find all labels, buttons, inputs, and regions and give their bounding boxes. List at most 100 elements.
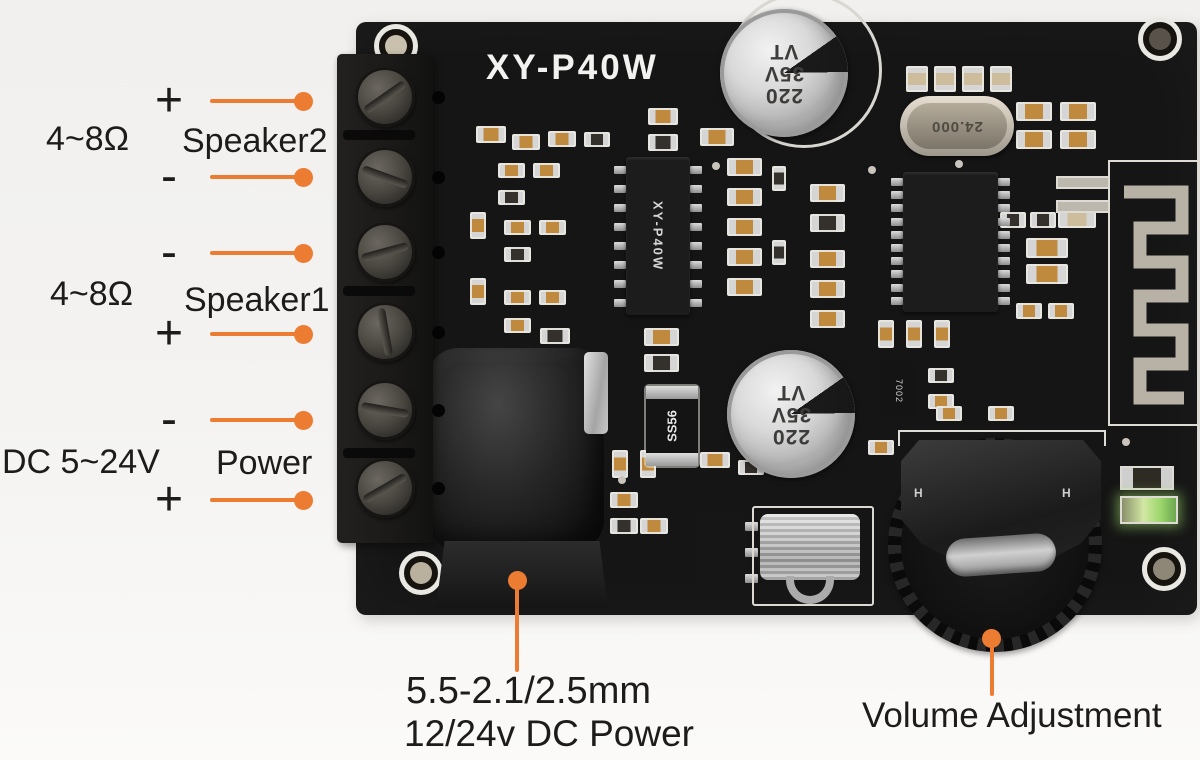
via (868, 166, 876, 174)
smd-component (1016, 130, 1052, 149)
dc-jack-terminal (584, 352, 608, 434)
dc-jack-callout-line (515, 588, 519, 672)
smd-resistor (1120, 466, 1174, 490)
terminal-divider (343, 130, 415, 140)
smd-component (906, 66, 928, 92)
smd-component (470, 212, 486, 239)
terminal-screw (355, 147, 415, 207)
crystal-oscillator: 24.000 (900, 96, 1014, 156)
board-silkscreen-title: XY-P40W (486, 48, 659, 87)
chip-pin (690, 280, 702, 288)
diode-terminal (646, 453, 698, 466)
terminal-divider (343, 448, 415, 458)
smd-component (700, 128, 734, 146)
chip-pin (998, 178, 1010, 186)
inductor-silkscreen-outline (752, 506, 874, 606)
smd-component (504, 247, 531, 262)
terminal-wire-hole (432, 91, 445, 104)
chip-pin (891, 244, 903, 252)
speaker2-label: Speaker2 (182, 122, 328, 160)
speaker2-minus-sign: - (161, 150, 177, 203)
pot-marking-left: H (914, 486, 923, 500)
amplifier-chip: XY-P40W (626, 157, 690, 315)
power-plus-callout-line (210, 498, 298, 502)
power-plus-sign: + (154, 473, 184, 526)
terminal-screw (355, 67, 415, 127)
smd-component (504, 220, 531, 235)
chip-pin (998, 257, 1010, 266)
chip-pin (690, 242, 702, 250)
chip-pin (891, 178, 903, 186)
capacitor-polarity-stripe (727, 350, 855, 478)
chip-pin (690, 223, 702, 231)
electrolytic-capacitor-top: 220 35V VT (720, 9, 848, 137)
chip-pin (614, 185, 626, 193)
chip-pin (690, 261, 702, 269)
dc-barrel-jack (428, 348, 604, 550)
chip-pin (998, 270, 1010, 279)
chip-pin (998, 230, 1010, 239)
via (712, 162, 720, 170)
diode-terminal (646, 386, 698, 399)
pot-marking-right: H (1062, 486, 1071, 500)
smd-component (504, 318, 531, 333)
smd-component (1016, 303, 1042, 319)
chip-pin (690, 185, 702, 193)
speaker1-minus-callout-dot (294, 244, 313, 263)
via (955, 160, 963, 168)
chip-pin (891, 230, 903, 239)
smd-component (962, 66, 984, 92)
smd-component (1060, 102, 1096, 121)
smd-component (548, 131, 576, 147)
terminal-screw (355, 458, 415, 518)
smd-component (539, 220, 566, 235)
chip-pin (690, 166, 702, 174)
power-voltage-label: DC 5~24V (2, 443, 160, 481)
chip-pin (891, 204, 903, 213)
speaker1-minus-callout-line (210, 251, 298, 255)
chip-pin (614, 242, 626, 250)
power-plus-callout-dot (294, 491, 313, 510)
smd-component (1048, 303, 1074, 319)
screw-terminal-block (337, 54, 433, 543)
chip-pin (998, 244, 1010, 252)
terminal-screw (355, 302, 415, 362)
antenna-feed-trace (1056, 200, 1110, 213)
smd-component (584, 132, 610, 147)
mounting-hole-top-right (1138, 17, 1182, 61)
speaker1-minus-sign: - (161, 226, 177, 279)
terminal-divider (343, 286, 415, 296)
chip-pin (891, 296, 903, 305)
speaker2-minus-callout-dot (294, 168, 313, 187)
speaker1-plus-callout-dot (294, 325, 313, 344)
smd-component (727, 278, 762, 296)
speaker2-impedance-label: 4~8Ω (46, 120, 130, 158)
speaker1-plus-sign: + (154, 307, 184, 360)
smd-component (498, 163, 525, 178)
chip-pin (998, 204, 1010, 213)
volume-callout-dot (982, 629, 1001, 648)
chip-pin (690, 299, 702, 307)
smd-component (934, 320, 950, 348)
volume-callout-line (990, 646, 994, 696)
antenna-meander-trace (1124, 185, 1189, 405)
status-led (1120, 496, 1178, 524)
electrolytic-capacitor-bottom: 220 35V VT (727, 350, 855, 478)
chip-pin (614, 204, 626, 212)
smd-component (1060, 130, 1096, 149)
bluetooth-antenna (1108, 160, 1200, 426)
smd-component (610, 492, 638, 508)
terminal-screw (355, 380, 415, 440)
terminal-wire-hole (432, 326, 445, 339)
smd-component (934, 66, 956, 92)
chip-pin (891, 191, 903, 200)
terminal-wire-hole (432, 482, 445, 495)
volume-label: Volume Adjustment (862, 696, 1162, 735)
transistor-pin (745, 574, 758, 583)
chip-pin (891, 257, 903, 266)
smd-component (810, 214, 845, 232)
power-minus-callout-line (210, 418, 298, 422)
power-label: Power (216, 444, 313, 482)
